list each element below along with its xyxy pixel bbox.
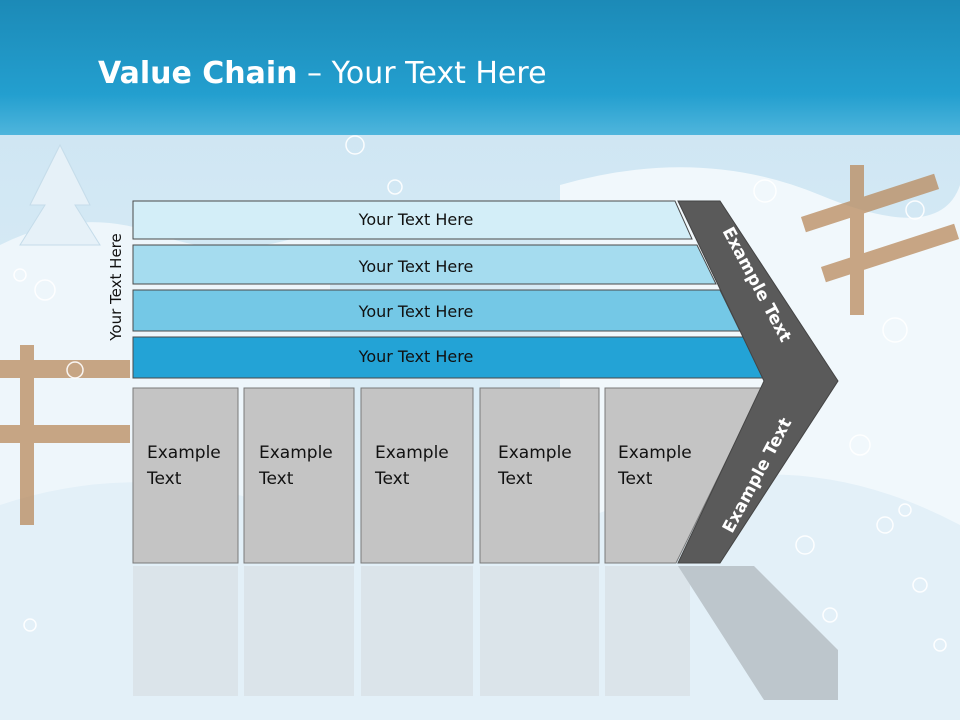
bar-group: Your Text Here Your Text Here Your Text … xyxy=(132,200,765,379)
box-text-1a: Example xyxy=(147,443,221,463)
box-3 xyxy=(360,387,474,564)
bar-label-1: Your Text Here xyxy=(358,210,474,229)
title-bar xyxy=(0,0,960,135)
bar-label-2: Your Text Here xyxy=(358,257,474,276)
reflection xyxy=(133,566,838,700)
box-5 xyxy=(604,387,763,564)
title-bold: Value Chain xyxy=(98,56,298,91)
box-2 xyxy=(243,387,355,564)
box-1 xyxy=(132,387,239,564)
box-text-4b: Text xyxy=(497,469,533,489)
box-text-5b: Text xyxy=(617,469,653,489)
box-text-5a: Example xyxy=(618,443,692,463)
box-text-3b: Text xyxy=(374,469,410,489)
box-text-1b: Text xyxy=(146,469,182,489)
box-reflection-2 xyxy=(244,566,354,696)
bar-2 xyxy=(132,244,717,285)
box-4 xyxy=(479,387,600,564)
slide-title: Value Chain – Your Text Here xyxy=(98,54,547,94)
arrow-shape xyxy=(677,200,839,564)
arrow-reflection xyxy=(678,566,838,700)
box-text-3a: Example xyxy=(375,443,449,463)
box-text-4a: Example xyxy=(498,443,572,463)
box-reflection-1 xyxy=(133,566,238,696)
bar-1 xyxy=(132,200,693,240)
box-text-2b: Text xyxy=(258,469,294,489)
box-reflection-5 xyxy=(605,566,690,696)
box-text-2a: Example xyxy=(259,443,333,463)
box-group: Example Text Example Text Example Text E… xyxy=(132,387,763,564)
box-reflection-4 xyxy=(480,566,599,696)
title-rest: – Your Text Here xyxy=(297,56,547,91)
bar-label-4: Your Text Here xyxy=(358,347,474,366)
box-reflection-3 xyxy=(361,566,473,696)
bar-label-3: Your Text Here xyxy=(358,302,474,321)
